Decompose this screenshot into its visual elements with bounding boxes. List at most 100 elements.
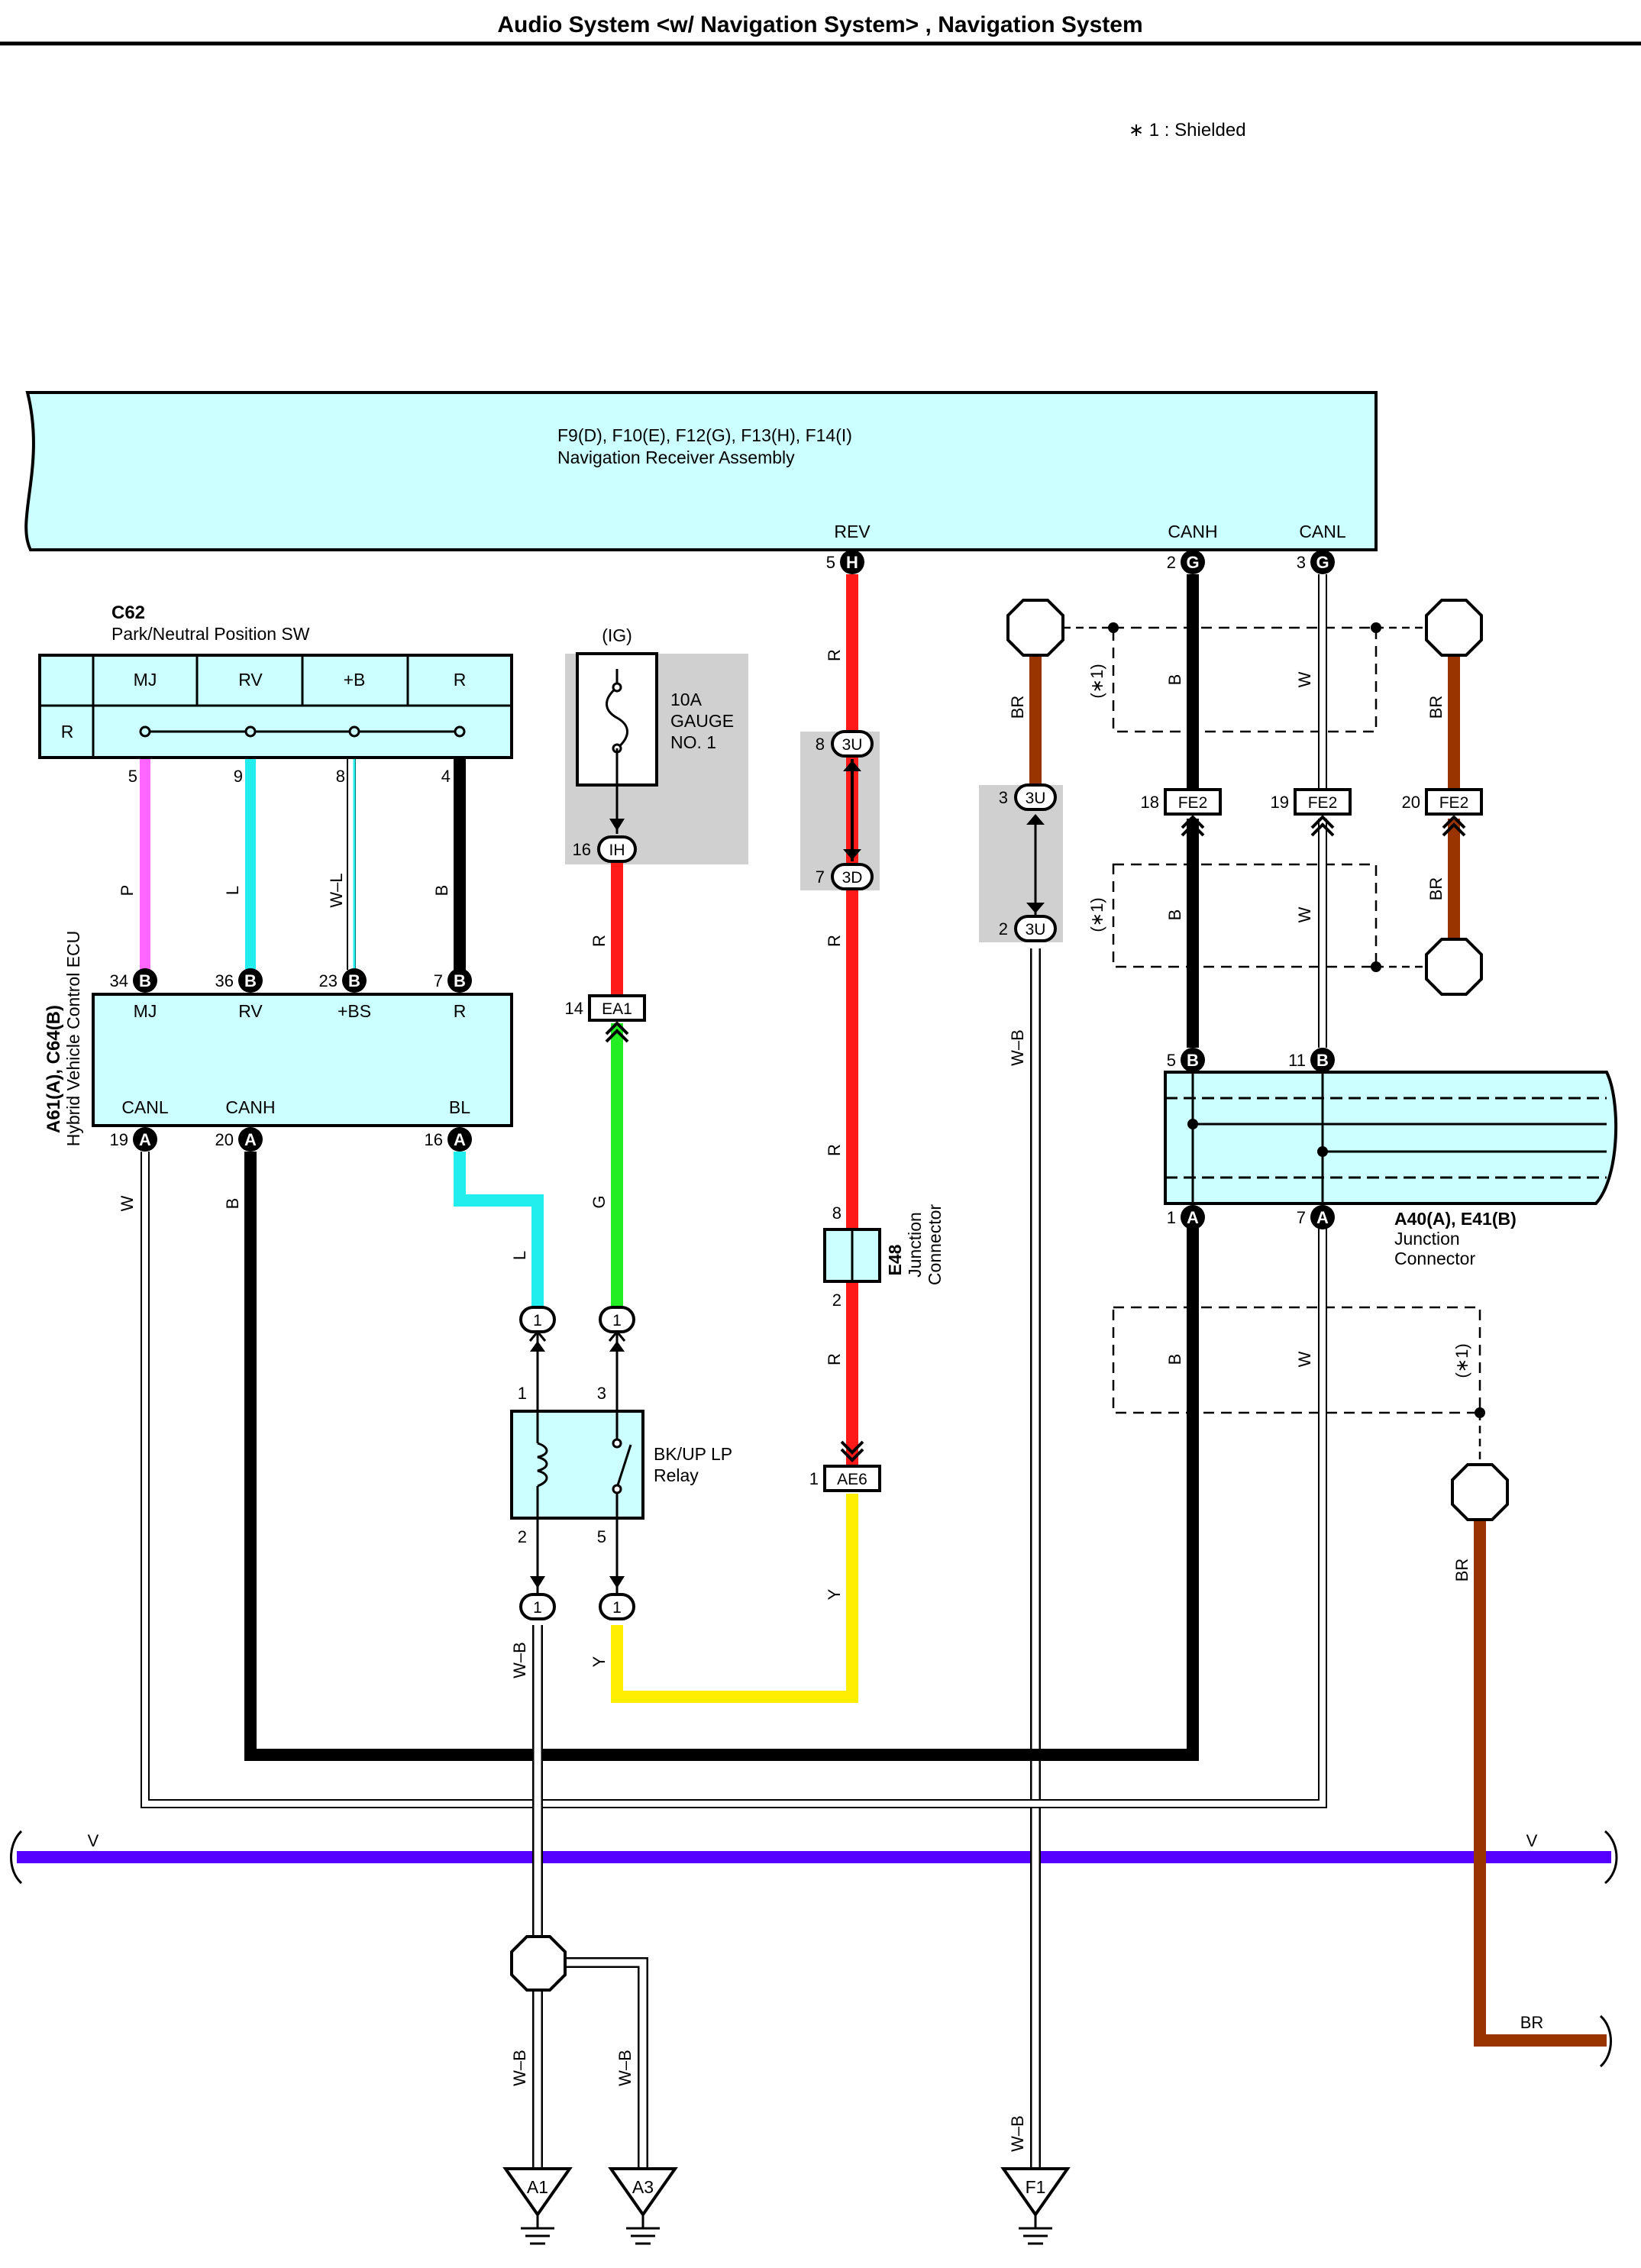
- connector-3u-3-pin: 3: [999, 788, 1008, 807]
- ground-a3[interactable]: A3: [608, 2167, 678, 2245]
- relay-name-2: Relay: [654, 1465, 699, 1485]
- shield-mark-3: (∗1): [1452, 1343, 1471, 1378]
- shield-mark-1: (∗1): [1087, 664, 1106, 698]
- wire-label-w-l: W–L: [327, 873, 346, 907]
- park-neutral-position-switch[interactable]: C62 Park/Neutral Position SW MJ RV +B R …: [38, 603, 513, 786]
- wire-label-l: L: [223, 886, 242, 895]
- connector-ae6-code: AE6: [837, 1471, 867, 1488]
- connector-relay-y-out[interactable]: [599, 1593, 635, 1620]
- connector-3u-2-pin: 2: [999, 919, 1008, 939]
- pin-hv-canh[interactable]: [238, 1127, 263, 1152]
- shield-mark-2: (∗1): [1087, 897, 1106, 932]
- navigation-receiver-assembly[interactable]: F9(D), F10(E), F12(G), F13(H), F14(I) Na…: [24, 391, 1378, 551]
- wire-label-w-1: W: [1295, 671, 1314, 687]
- relay-name-1: BK/UP LP: [654, 1444, 732, 1464]
- wire-w-can-loop: [142, 1152, 1326, 1807]
- shielded-note: ∗ 1 : Shielded: [1129, 120, 1246, 141]
- pin-hv-rv-letter: B: [244, 971, 257, 990]
- pin-canh-g[interactable]: [1181, 550, 1205, 574]
- ground-f1[interactable]: F1: [1000, 2167, 1071, 2245]
- pin-hv-r[interactable]: [447, 968, 472, 993]
- connector-ea1[interactable]: [588, 994, 646, 1022]
- bk-up-lp-relay[interactable]: 1 3 2 5 BK/UP LP Relay: [510, 1384, 732, 1546]
- splice-octagon: [510, 1935, 567, 1992]
- wire-label-w-2: W: [1295, 906, 1314, 922]
- pin-canl-g[interactable]: [1310, 550, 1335, 574]
- pin-hv-bl[interactable]: [447, 1127, 472, 1152]
- pin-rev-h[interactable]: [840, 550, 864, 574]
- wire-br-4: [1474, 1520, 1607, 2047]
- connector-3u-2[interactable]: [1014, 915, 1057, 942]
- connector-3d-7[interactable]: [831, 863, 874, 890]
- relay-pin-2: 2: [518, 1527, 527, 1546]
- park-switch-code: C62: [111, 603, 145, 623]
- wire-label-l-bl: L: [510, 1251, 529, 1260]
- connector-fe2-19[interactable]: [1294, 788, 1352, 816]
- park-col-r: R: [454, 670, 467, 690]
- fuse-name-1: GAUGE: [670, 711, 734, 731]
- jc-name-1: Junction: [1394, 1229, 1460, 1249]
- shield-ground-octagon-3: [1425, 938, 1483, 996]
- pin-hv-mj-number: 34: [110, 971, 128, 990]
- connector-3u-3[interactable]: [1014, 783, 1057, 811]
- wire-label-w-b-3u: W–B: [1008, 1029, 1027, 1066]
- pin-jc-7a-number: 7: [1297, 1208, 1306, 1227]
- connector-fe2-18[interactable]: [1164, 788, 1222, 816]
- connector-relay-wb-out[interactable]: [519, 1593, 556, 1620]
- relay-pin-1: 1: [518, 1384, 527, 1403]
- wire-y: [611, 1494, 858, 1703]
- connector-3u-3-code: 3U: [1026, 790, 1046, 807]
- hv-bot-label-canl: CANL: [121, 1097, 169, 1117]
- connector-ih-pin: 16: [573, 840, 591, 859]
- connector-3u-8-pin: 8: [816, 735, 825, 754]
- pin-jc-1a-letter: A: [1187, 1208, 1199, 1227]
- connector-ae6[interactable]: [823, 1465, 881, 1492]
- wire-label-br-1: BR: [1008, 696, 1027, 719]
- pin-hv-bs[interactable]: [342, 968, 367, 993]
- wire-label-b-1: B: [1165, 674, 1184, 686]
- e48-name-2: Connector: [925, 1204, 945, 1285]
- jc-name-2: Connector: [1394, 1249, 1475, 1268]
- ground-a1[interactable]: A1: [502, 2167, 573, 2245]
- pin-rev-h-letter: H: [846, 553, 858, 572]
- pin-hv-canl-number: 19: [110, 1130, 128, 1149]
- wire-b-can-loop: [244, 1152, 1199, 1761]
- pin-jc-1a[interactable]: [1181, 1205, 1205, 1229]
- wire-label-v-right: V: [1526, 1831, 1538, 1850]
- pin-hv-rv[interactable]: [238, 968, 263, 993]
- hybrid-vehicle-control-ecu[interactable]: A61(A), C64(B) Hybrid Vehicle Control EC…: [44, 931, 513, 1147]
- pin-jc-7a-letter: A: [1316, 1208, 1329, 1227]
- pin-jc-7a[interactable]: [1310, 1205, 1335, 1229]
- park-row-r: R: [61, 722, 74, 741]
- connector-relay-y-out-code: 1: [612, 1599, 622, 1617]
- connector-3u-8[interactable]: [831, 730, 874, 758]
- park-col-mj: MJ: [134, 670, 157, 690]
- wire-label-br-3: BR: [1426, 877, 1446, 901]
- nav-receiver-name: Navigation Receiver Assembly: [557, 447, 795, 467]
- pin-canh-g-letter: G: [1186, 553, 1199, 572]
- wire-label-r-rev-3: R: [825, 1144, 844, 1156]
- connector-relay-l-in-code: 1: [533, 1312, 542, 1329]
- pin-hv-canl[interactable]: [133, 1127, 157, 1152]
- connector-fe2-18-pin: 18: [1141, 793, 1159, 812]
- junction-connector-a40-e41[interactable]: A40(A), E41(B) Junction Connector: [1164, 1071, 1618, 1268]
- pin-jc-5b[interactable]: [1181, 1048, 1205, 1072]
- connector-ih[interactable]: [597, 835, 637, 863]
- wire-label-br-2: BR: [1426, 696, 1446, 719]
- wire-label-b-3: B: [1165, 1354, 1184, 1365]
- wire-label-b-2: B: [1165, 909, 1184, 921]
- pin-jc-11b[interactable]: [1310, 1048, 1335, 1072]
- e48-name-1: Junction: [905, 1212, 925, 1278]
- park-pin-8: 8: [336, 767, 345, 786]
- connector-fe2-20[interactable]: [1425, 788, 1483, 816]
- wire-label-b-r: B: [432, 885, 451, 897]
- pin-hv-bs-number: 23: [319, 971, 338, 990]
- ground-a1-label: A1: [527, 2177, 548, 2197]
- wire-label-w-b-f1: W–B: [1008, 2115, 1027, 2152]
- junction-connector-e48[interactable]: 8 2 E48 Junction Connector: [823, 1203, 945, 1310]
- connector-relay-g-in-code: 1: [612, 1312, 622, 1329]
- pin-canl-number: 3: [1297, 553, 1306, 572]
- pin-hv-mj[interactable]: [133, 968, 157, 993]
- wire-label-w-b-a3: W–B: [615, 2050, 635, 2086]
- wire-label-w-3: W: [1295, 1351, 1314, 1367]
